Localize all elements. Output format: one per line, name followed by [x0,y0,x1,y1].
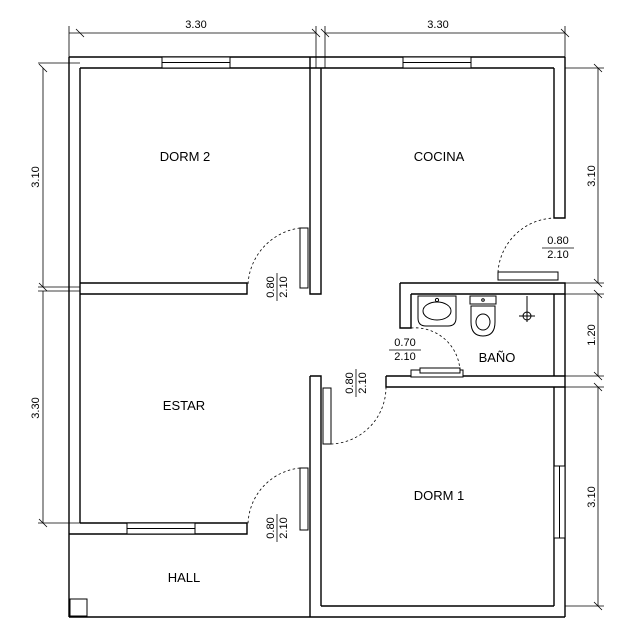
room-label-estar: ESTAR [163,398,205,413]
dim-right-middle: 1.20 [586,324,598,345]
dim-right-upper: 3.10 [586,165,598,186]
door-cocina-height: 2.10 [547,249,568,261]
center-wall-upper [309,57,322,295]
window-dorm1 [553,465,566,539]
door-dorm1-width: 0.80 [344,372,356,393]
room-label-dorm2: DORM 2 [160,149,211,164]
room-label-hall: HALL [168,570,201,585]
dim-left-lower: 3.30 [30,397,42,418]
door-bano [410,327,461,374]
door-estar [247,467,309,531]
dorm2-estar-wall [80,282,248,295]
door-label-estar: 0.80 2.10 [265,514,290,542]
bano-wall-top [400,282,566,295]
door-label-dorm2: 0.80 2.10 [265,273,290,301]
door-cocina [497,217,559,281]
dim-left-upper: 3.10 [30,166,42,187]
door-dorm2 [247,227,309,289]
door-dorm2-width: 0.80 [265,276,277,297]
exterior-wall-top [69,56,565,69]
exterior-wall-left [68,57,81,617]
room-label-cocina: COCINA [414,149,465,164]
dim-right-lower: 3.10 [586,486,598,507]
exterior-wall-right-upper [553,57,566,219]
window-dorm2 [161,56,231,69]
windows [126,56,566,539]
door-dorm1 [322,386,387,445]
door-bano-height: 2.10 [394,351,415,363]
shower-drain-icon [519,296,535,322]
window-cocina [402,56,472,69]
dorm1-wall-bottom [310,605,565,618]
dim-top-right: 3.30 [427,19,448,31]
door-label-bano: 0.70 2.10 [389,337,421,363]
dimension-lines [38,26,604,611]
bano-wall-right [553,294,566,376]
toilet-icon [469,295,497,337]
door-dorm2-height: 2.10 [278,276,290,297]
door-label-cocina: 0.80 2.10 [542,235,574,261]
room-label-dorm1: DORM 1 [414,488,465,503]
dim-top-left: 3.30 [185,19,206,31]
door-bano-width: 0.70 [394,337,415,349]
dorm1-wall-left [309,375,322,617]
door-dorm1-height: 2.10 [357,372,369,393]
hall-corner-column [69,598,88,617]
door-estar-height: 2.10 [278,517,290,538]
bano-wall-bottom [385,375,566,388]
door-label-dorm1: 0.80 2.10 [344,369,369,397]
room-label-bano: BAÑO [479,350,516,365]
window-estar [126,522,196,535]
bano-wall-left [399,283,412,329]
doors [247,217,559,531]
sink-icon [417,295,457,327]
sanitary-fixtures [417,295,535,337]
door-cocina-width: 0.80 [547,235,568,247]
door-estar-width: 0.80 [265,517,277,538]
